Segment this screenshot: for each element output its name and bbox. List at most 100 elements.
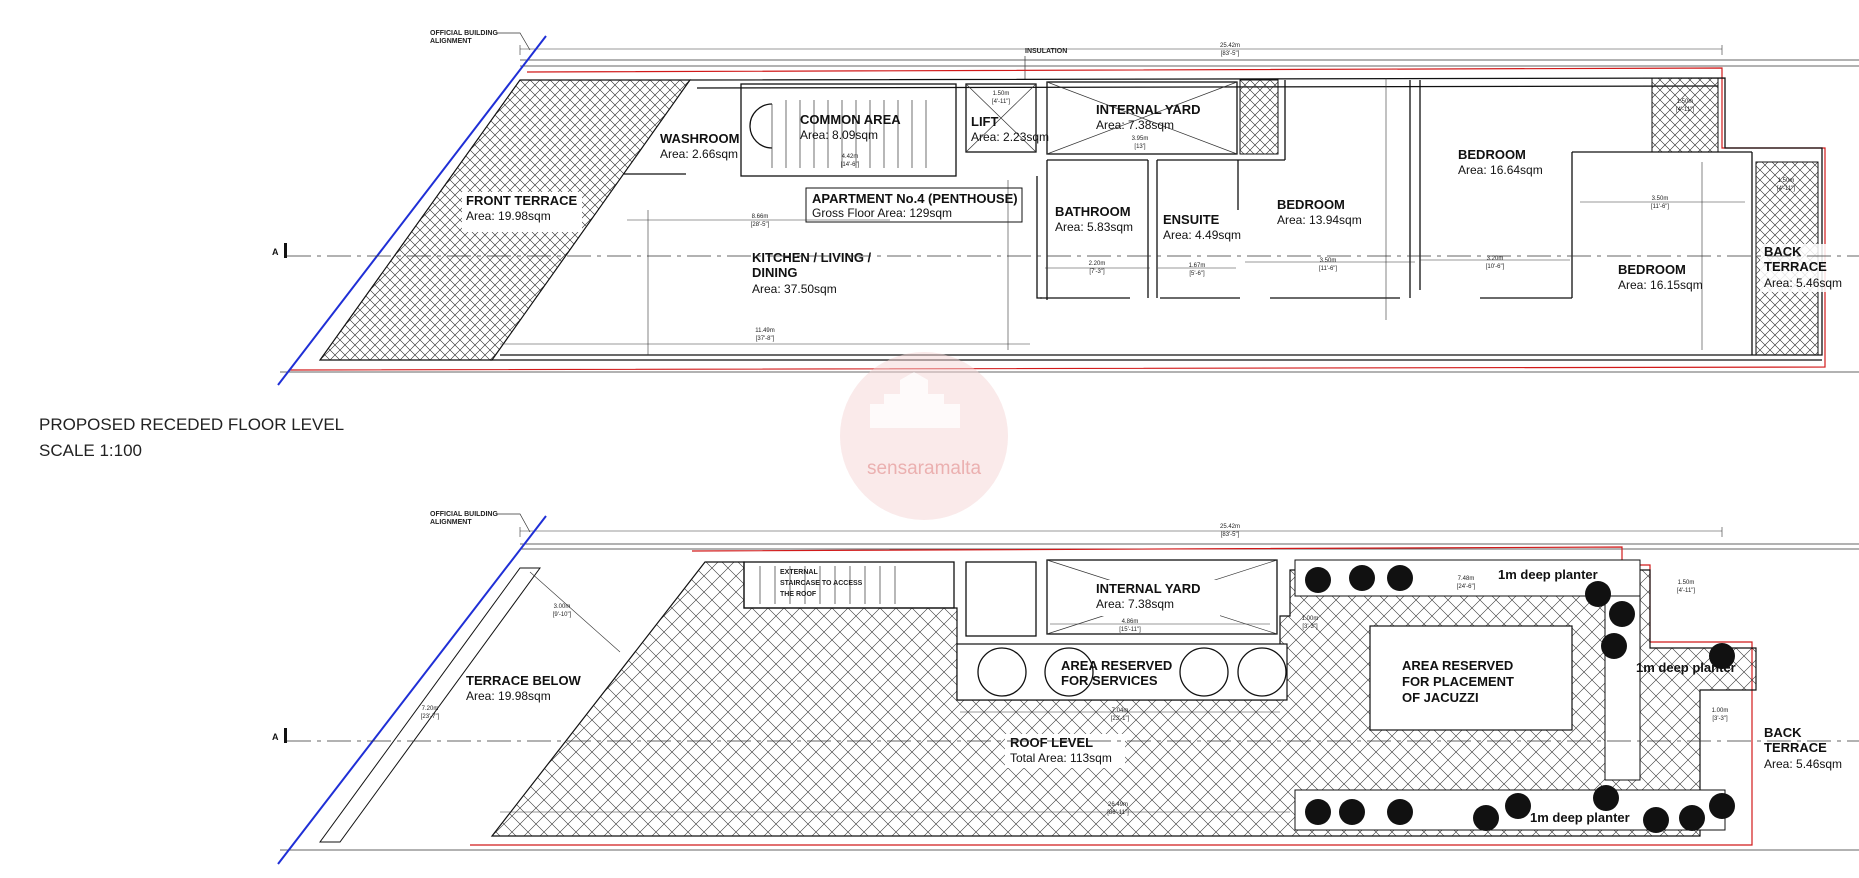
plant-icon xyxy=(1593,785,1619,811)
roof-level-area: Total Area: 113sqm xyxy=(1010,751,1112,765)
dim-150b-m: 1.50m xyxy=(1677,99,1694,105)
lower-internal-yard-area: Area: 7.38sqm xyxy=(1096,597,1174,611)
washroom-area: Area: 2.66sqm xyxy=(660,147,738,161)
jacuzzi-name-2: FOR PLACEMENT xyxy=(1402,674,1514,689)
dim-486-ft: [15'-11"] xyxy=(1119,627,1141,633)
plant-icon xyxy=(1349,565,1375,591)
dim-704-ft: [23'-1"] xyxy=(1111,716,1130,722)
washroom-name: WASHROOM xyxy=(660,131,739,146)
planter-bottom-label: 1m deep planter xyxy=(1530,810,1630,825)
dim-866-m: 8.66m xyxy=(752,214,769,220)
terrace-below-area: Area: 19.98sqm xyxy=(466,689,551,703)
lower-lift-box xyxy=(965,561,1037,637)
alignment-note-line1: OFFICIAL BUILDING xyxy=(430,30,498,37)
dim-1149-ft: [37'-8"] xyxy=(756,336,775,342)
kitchen-name-1: KITCHEN / LIVING / xyxy=(752,250,872,265)
dim-704-m: 7.04m xyxy=(1112,708,1129,714)
upper-plan: 25.42m [83'-5"] OFFICIAL BUILDING ALIGNM… xyxy=(272,30,1859,386)
plant-icon xyxy=(1643,807,1669,833)
kitchen-name-2: DINING xyxy=(752,265,798,280)
lower-plan: 25.42m [83'-5"] OFFICIAL BUILDING ALIGNM… xyxy=(272,511,1859,865)
plant-icon xyxy=(1339,799,1365,825)
dim-350a-ft: [11'-6"] xyxy=(1319,266,1338,272)
dim-150c-ft: [4'-11"] xyxy=(1777,186,1796,192)
front-terrace-area: Area: 19.98sqm xyxy=(466,209,551,223)
dim-350b-ft: [11'-6"] xyxy=(1651,204,1670,210)
lower-internal-yard-name: INTERNAL YARD xyxy=(1096,581,1201,596)
dim-320-ft: [10'-6"] xyxy=(1486,264,1505,270)
planter-top-label: 1m deep planter xyxy=(1498,567,1598,582)
dim-100b-ft: [3'-3"] xyxy=(1302,624,1318,630)
lower-back-terrace-name-1: BACK xyxy=(1764,725,1802,740)
dim-150a-m: 1.50m xyxy=(993,91,1010,97)
dim-320-m: 3.20m xyxy=(1487,256,1504,262)
bathroom-area: Area: 5.83sqm xyxy=(1055,220,1133,234)
jacuzzi-name-3: OF JACUZZI xyxy=(1402,690,1479,705)
plant-icon xyxy=(1305,567,1331,593)
common-area-walls xyxy=(740,83,957,177)
overall-dim-m: 25.42m xyxy=(1220,43,1240,49)
dim-300-m: 3.00m xyxy=(554,604,571,610)
apartment-title: APARTMENT No.4 (PENTHOUSE) xyxy=(812,191,1018,206)
common-area-name: COMMON AREA xyxy=(800,112,901,127)
dim-150b-ft: [4'-11"] xyxy=(1676,107,1695,113)
plant-icon xyxy=(1585,581,1611,607)
external-staircase xyxy=(743,561,955,609)
jacuzzi-name-1: AREA RESERVED xyxy=(1402,658,1513,673)
plant-icon xyxy=(1387,799,1413,825)
plant-icon xyxy=(1387,565,1413,591)
common-area-area: Area: 8.09sqm xyxy=(800,128,878,142)
insulation-label: INSULATION xyxy=(1025,48,1067,55)
overall-dim-ft: [83'-5"] xyxy=(1221,51,1240,57)
plant-icons xyxy=(1305,565,1735,833)
watermark: sensaramalta xyxy=(840,352,1008,520)
apartment-gfa: Gross Floor Area: 129sqm xyxy=(812,206,952,220)
drawing-scale: SCALE 1:100 xyxy=(39,441,142,460)
dim-167-ft: [5'-6"] xyxy=(1189,271,1205,277)
services-name-1: AREA RESERVED xyxy=(1061,658,1172,673)
terrace-below-name: TERRACE BELOW xyxy=(466,673,582,688)
bathroom-name: BATHROOM xyxy=(1055,204,1131,219)
lower-back-terrace-area: Area: 5.46sqm xyxy=(1764,757,1842,771)
bedroom-1-area: Area: 13.94sqm xyxy=(1277,213,1362,227)
staircase-label-3: THE ROOF xyxy=(780,591,817,598)
shaft-hatch-2 xyxy=(1651,77,1719,153)
ensuite-area: Area: 4.49sqm xyxy=(1163,228,1241,242)
plant-icon xyxy=(1679,805,1705,831)
internal-yard-walls xyxy=(1046,81,1238,155)
lower-overall-dim-ft: [83'-5"] xyxy=(1221,532,1240,538)
upper-dimensions: 8.66m [28'-5"] 11.49m [37'-8"] 3.50m [11… xyxy=(500,78,1795,355)
upper-alignment-line xyxy=(277,35,547,386)
dim-442-m: 4.42m xyxy=(842,154,859,160)
back-terrace-name-2: TERRACE xyxy=(1764,259,1827,274)
dim-748-ft: [24'-6"] xyxy=(1457,584,1476,590)
dim-150-lower-m: 1.50m xyxy=(1678,580,1695,586)
kitchen-area: Area: 37.50sqm xyxy=(752,282,837,296)
dim-167-m: 1.67m xyxy=(1189,263,1206,269)
bedroom-2-area: Area: 16.64sqm xyxy=(1458,163,1543,177)
shaft-hatch xyxy=(1239,79,1279,155)
planter-right-label: 1m deep planter xyxy=(1636,660,1736,675)
jacuzzi-area xyxy=(1369,625,1573,731)
dim-395-ft: [13'] xyxy=(1134,144,1145,150)
internal-yard-name: INTERNAL YARD xyxy=(1096,102,1201,117)
dim-100b-m: 1.00m xyxy=(1302,616,1319,622)
lift-walls xyxy=(965,83,1037,153)
internal-yard-area: Area: 7.38sqm xyxy=(1096,118,1174,132)
plant-icon xyxy=(1601,633,1627,659)
terrace-below-outline xyxy=(319,567,541,843)
services-name-2: FOR SERVICES xyxy=(1061,673,1158,688)
lower-internal-yard xyxy=(1046,559,1278,635)
dim-350a-m: 3.50m xyxy=(1320,258,1337,264)
dim-150a-ft: [4'-11"] xyxy=(992,99,1011,105)
dim-300-ft: [9'-10"] xyxy=(553,612,572,618)
bedroom-2-name: BEDROOM xyxy=(1458,147,1526,162)
dim-748-m: 7.48m xyxy=(1458,576,1475,582)
lift-area: Area: 2.23sqm xyxy=(971,130,1049,144)
dim-100a-m: 1.00m xyxy=(1712,708,1729,714)
lower-alignment-note-line1: OFFICIAL BUILDING xyxy=(430,511,498,518)
dim-350b-m: 3.50m xyxy=(1652,196,1669,202)
ensuite-name: ENSUITE xyxy=(1163,212,1220,227)
watermark-text: sensaramalta xyxy=(867,458,981,479)
lower-alignment-note-line2: ALIGNMENT xyxy=(430,519,472,526)
